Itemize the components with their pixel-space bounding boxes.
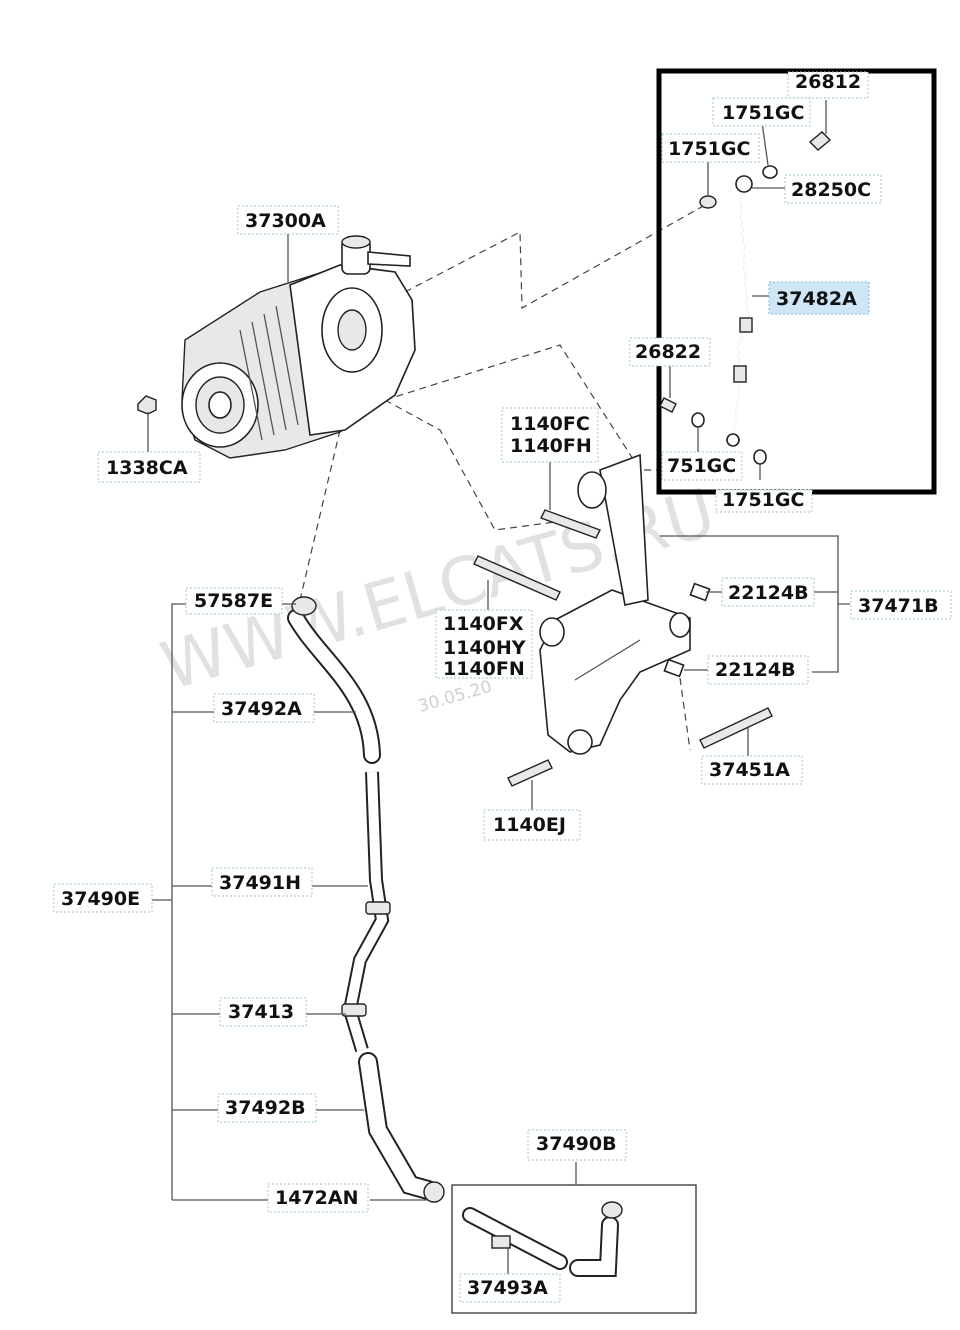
bracket-37471b-part[interactable]	[539, 453, 691, 755]
label-37471b[interactable]: 37471B	[850, 590, 952, 620]
label-28250c[interactable]: 28250C	[784, 174, 882, 204]
label-751gc[interactable]: 751GC	[661, 451, 743, 481]
svg-text:37493A: 37493A	[467, 1277, 548, 1299]
label-37493a[interactable]: 37493A	[459, 1273, 561, 1303]
label-26822[interactable]: 26822	[629, 337, 711, 367]
svg-text:1751GC: 1751GC	[722, 489, 804, 511]
label-37492a[interactable]: 37492A	[213, 693, 315, 723]
svg-text:1140FH: 1140FH	[510, 435, 592, 457]
label-1472an[interactable]: 1472AN	[267, 1183, 369, 1213]
dashed-reference-lines	[299, 204, 706, 751]
svg-text:1751GC: 1751GC	[668, 138, 750, 160]
label-1338ca[interactable]: 1338CA	[97, 451, 201, 483]
label-37491h[interactable]: 37491H	[211, 867, 313, 897]
label-1751gc-a[interactable]: 1751GC	[712, 97, 811, 127]
svg-text:1140EJ: 1140EJ	[493, 814, 566, 836]
sub-assembly-box	[451, 1184, 697, 1314]
svg-text:1472AN: 1472AN	[275, 1187, 359, 1209]
alternator-part[interactable]	[181, 235, 416, 459]
label-26812[interactable]: 26812	[787, 71, 869, 99]
leader-lines	[152, 232, 850, 1274]
label-1140ej[interactable]: 1140EJ	[483, 809, 581, 841]
svg-text:1338CA: 1338CA	[106, 457, 188, 479]
hose-assembly-37490e-part[interactable]	[287, 596, 445, 1203]
label-37482a[interactable]: 37482A	[768, 281, 870, 315]
svg-text:57587E: 57587E	[194, 590, 273, 612]
bolts-parts[interactable]	[473, 509, 773, 787]
label-1751gc-b[interactable]: 1751GC	[661, 133, 760, 163]
label-37451a[interactable]: 37451A	[701, 755, 803, 785]
harness-37482a-part[interactable]	[726, 175, 753, 447]
watermark-date: 30.05.20	[416, 677, 494, 717]
svg-text:1140FX: 1140FX	[443, 613, 524, 635]
label-22124b-a[interactable]: 22124B	[721, 577, 815, 607]
nut-1338ca-part[interactable]	[137, 395, 157, 456]
svg-text:37413: 37413	[228, 1001, 294, 1023]
svg-text:37471B: 37471B	[858, 595, 939, 617]
svg-text:37490E: 37490E	[61, 888, 140, 910]
washers-parts[interactable]	[659, 131, 832, 465]
svg-text:22124B: 22124B	[715, 659, 796, 681]
svg-text:37492A: 37492A	[221, 698, 302, 720]
svg-text:37451A: 37451A	[709, 759, 790, 781]
svg-text:1140FN: 1140FN	[443, 658, 525, 680]
svg-text:26812: 26812	[795, 71, 861, 93]
svg-text:37300A: 37300A	[245, 210, 326, 232]
svg-text:37490B: 37490B	[536, 1133, 617, 1155]
frame-leader-lines	[669, 100, 827, 480]
svg-text:1140HY: 1140HY	[443, 637, 526, 659]
svg-text:28250C: 28250C	[791, 179, 871, 201]
svg-text:1140FC: 1140FC	[510, 413, 590, 435]
svg-text:1751GC: 1751GC	[722, 102, 804, 124]
svg-text:37492B: 37492B	[225, 1097, 306, 1119]
label-37490e[interactable]: 37490E	[53, 883, 153, 913]
svg-text:22124B: 22124B	[728, 582, 809, 604]
svg-text:751GC: 751GC	[667, 455, 736, 477]
pipe-37493a-part[interactable]	[462, 1201, 623, 1277]
svg-text:37482A: 37482A	[776, 288, 857, 310]
label-37413[interactable]: 37413	[219, 997, 307, 1027]
svg-text:26822: 26822	[635, 341, 701, 363]
label-37492b[interactable]: 37492B	[217, 1093, 317, 1123]
label-22124b-b[interactable]: 22124B	[707, 655, 809, 685]
label-57587e[interactable]: 57587E	[185, 587, 283, 615]
label-1751gc-c[interactable]: 1751GC	[715, 489, 813, 513]
label-37300a[interactable]: 37300A	[237, 205, 339, 235]
svg-text:37491H: 37491H	[219, 872, 301, 894]
label-37490b[interactable]: 37490B	[527, 1129, 627, 1161]
